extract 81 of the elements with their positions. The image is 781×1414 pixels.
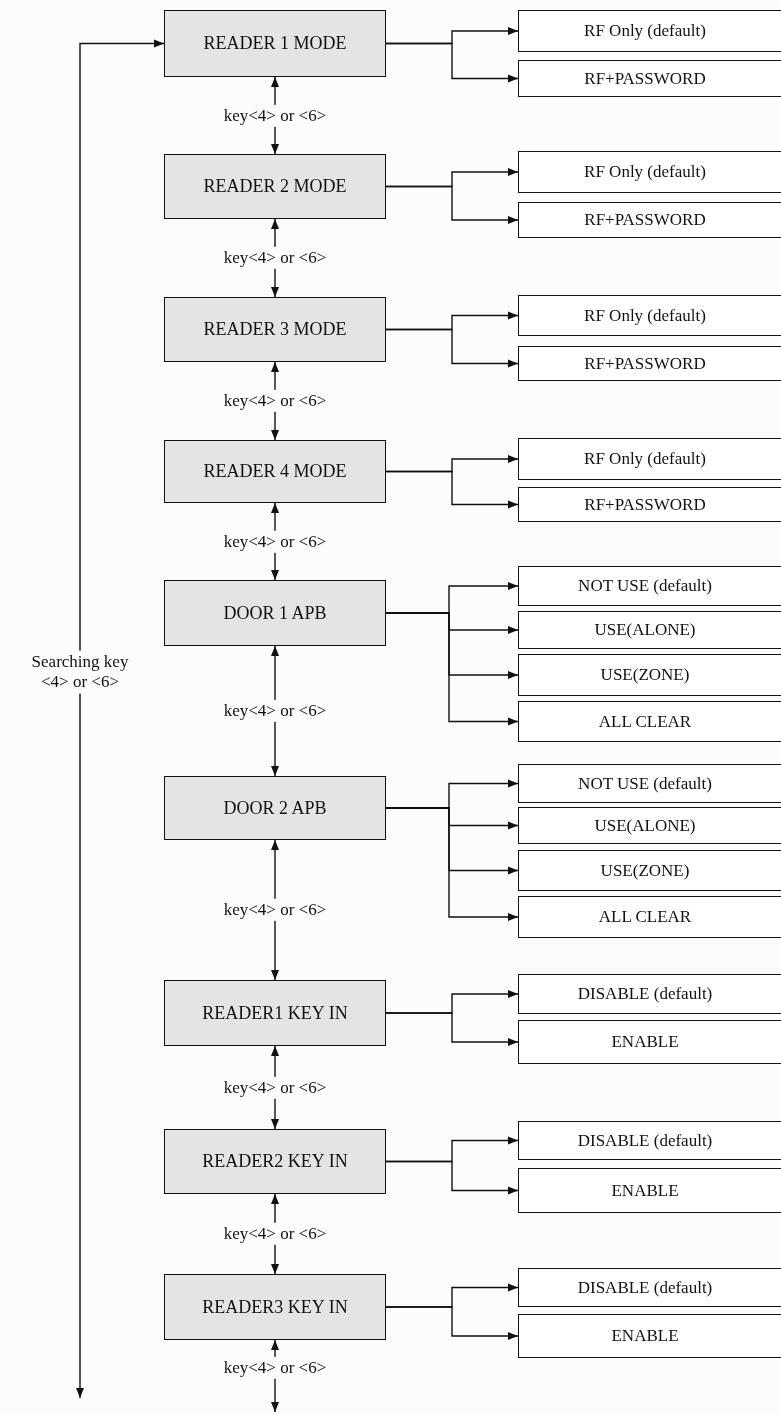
- option-label: RF+PASSWORD: [584, 494, 706, 515]
- option-label: ALL CLEAR: [598, 907, 692, 927]
- option-box: [518, 1168, 781, 1213]
- option-box: [518, 1268, 781, 1307]
- option-label: RF Only (default): [584, 162, 706, 182]
- menu-title: DOOR 1 APB: [223, 602, 327, 624]
- edge-label: key<4> or <6>: [221, 898, 329, 922]
- option-box: [518, 1020, 781, 1064]
- option-box: [518, 850, 781, 891]
- arrow: [385, 807, 519, 921]
- option-label: DISABLE (default): [577, 1130, 713, 1151]
- menu-box: [164, 1274, 386, 1340]
- option-label: ENABLE: [611, 1326, 679, 1346]
- option-box: [518, 566, 781, 606]
- edge-label: key<4> or <6>: [221, 104, 329, 127]
- option-box: [518, 10, 781, 52]
- arrow: [385, 1160, 519, 1195]
- option-box: [518, 1121, 781, 1160]
- menu-box: [164, 580, 386, 646]
- option-label: RF+PASSWORD: [584, 210, 706, 230]
- edge-label: key<4> or <6>: [221, 389, 329, 413]
- arrow: [385, 185, 519, 224]
- option-label: RF Only (default): [584, 449, 706, 469]
- arrow: [385, 328, 519, 368]
- option-box: [518, 807, 781, 844]
- option-box: [518, 346, 781, 381]
- arrow: [385, 612, 519, 726]
- option-box: [518, 611, 781, 649]
- menu-box: [164, 10, 386, 77]
- edge-label: key<4> or <6>: [221, 530, 329, 553]
- menu-title: READER1 KEY IN: [202, 1002, 348, 1024]
- option-box: [518, 1314, 781, 1358]
- menu-box: [164, 154, 386, 219]
- edge-label: key<4> or <6>: [221, 1076, 329, 1099]
- menu-box: [164, 1129, 386, 1194]
- option-box: [518, 974, 781, 1014]
- option-box: [518, 295, 781, 336]
- menu-box: [164, 297, 386, 362]
- option-label: ENABLE: [611, 1180, 679, 1201]
- option-label: USE(ALONE): [594, 620, 696, 640]
- option-box: [518, 151, 781, 193]
- option-label: RF+PASSWORD: [584, 68, 706, 89]
- edge-label: key<4> or <6>: [221, 1222, 329, 1246]
- menu-title: READER 3 MODE: [203, 319, 347, 340]
- option-box: [518, 764, 781, 803]
- menu-title: READER 1 MODE: [203, 33, 347, 54]
- option-label: RF Only (default): [584, 305, 706, 326]
- arrow: [385, 42, 519, 83]
- option-label: NOT USE (default): [578, 576, 712, 596]
- arrow: [385, 1012, 519, 1046]
- menu-title: READER 4 MODE: [203, 461, 347, 482]
- option-box: [518, 654, 781, 696]
- option-box: [518, 60, 781, 97]
- menu-title: READER 2 MODE: [203, 176, 347, 197]
- edge-label: key<4> or <6>: [221, 1356, 329, 1380]
- option-label: DISABLE (default): [577, 984, 713, 1004]
- arrow: [76, 39, 165, 1399]
- arrow: [385, 470, 519, 509]
- option-label: ALL CLEAR: [598, 711, 692, 732]
- option-label: ENABLE: [611, 1032, 679, 1052]
- arrow: [385, 1306, 519, 1340]
- option-box: [518, 202, 781, 238]
- edge-label: key<4> or <6>: [221, 699, 329, 723]
- menu-box: [164, 440, 386, 503]
- option-box: [518, 487, 781, 522]
- option-label: USE(ALONE): [594, 815, 696, 836]
- menu-box: [164, 980, 386, 1046]
- option-box: [518, 896, 781, 938]
- menu-title: DOOR 2 APB: [223, 797, 327, 819]
- edge-label: key<4> or <6>: [221, 246, 329, 270]
- option-label: NOT USE (default): [578, 773, 712, 794]
- option-label: USE(ZONE): [600, 860, 690, 881]
- option-box: [518, 701, 781, 742]
- menu-box: [164, 776, 386, 840]
- option-label: RF+PASSWORD: [584, 353, 706, 374]
- menu-title: READER3 KEY IN: [202, 1296, 348, 1318]
- option-label: DISABLE (default): [577, 1277, 713, 1298]
- option-label: USE(ZONE): [600, 665, 690, 685]
- option-label: RF Only (default): [584, 21, 706, 41]
- menu-title: READER2 KEY IN: [202, 1151, 348, 1172]
- option-box: [518, 438, 781, 480]
